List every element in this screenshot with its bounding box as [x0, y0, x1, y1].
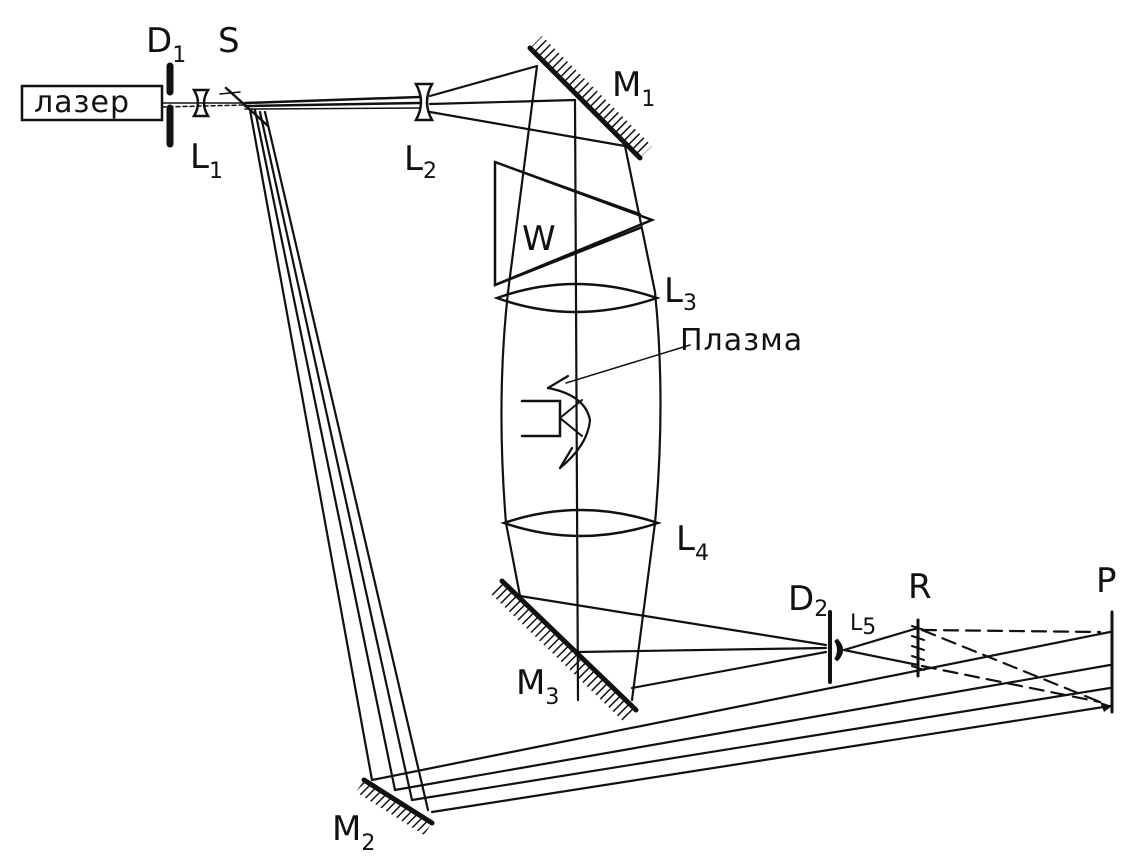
label-l2: L2 — [404, 139, 437, 184]
label-l5-main: L — [850, 611, 863, 636]
label-l3: L3 — [664, 271, 697, 316]
label-l4: L4 — [676, 519, 709, 566]
beam-m3-to-d2 — [518, 594, 828, 690]
label-l4-sub: 4 — [695, 541, 709, 566]
label-d1-sub: 1 — [172, 43, 186, 68]
label-laser: лазер — [34, 85, 130, 120]
mirror-m1 — [527, 36, 652, 161]
beam-m2-to-p — [370, 630, 1112, 814]
label-d1-main: D — [146, 21, 172, 61]
label-l4-main: L — [676, 519, 695, 559]
label-l2-main: L — [404, 139, 423, 179]
beam-s-to-l2 — [243, 95, 422, 110]
labels: лазер D1 S L1 L2 M1 W L3 Плазма L4 D2 L5… — [34, 21, 1117, 856]
label-p: P — [1096, 561, 1117, 601]
label-l1-main: L — [190, 137, 209, 177]
beam-s-to-m2 — [248, 108, 430, 812]
mirror-m2 — [356, 777, 435, 835]
lens-l3 — [493, 282, 661, 314]
label-d1: D1 — [146, 21, 186, 68]
screen-p — [1100, 610, 1114, 714]
label-r: R — [908, 567, 932, 607]
label-l1: L1 — [190, 137, 223, 184]
plasma-leader-line — [565, 344, 691, 384]
label-l5: L5 — [850, 611, 876, 640]
label-s: S — [218, 21, 240, 61]
lens-l5 — [834, 638, 843, 662]
plasma-target — [520, 374, 592, 470]
label-l5-sub: 5 — [862, 615, 876, 640]
lens-l2 — [413, 82, 435, 122]
label-m3-main: M — [516, 663, 545, 703]
label-m2: M2 — [332, 809, 375, 856]
beam-l5-to-r — [842, 626, 920, 667]
lens-l4 — [500, 508, 662, 538]
label-m2-sub: 2 — [361, 831, 375, 856]
label-d2-main: D — [788, 579, 814, 619]
label-l3-sub: 3 — [683, 291, 697, 316]
beam-l2-to-m1 — [428, 64, 627, 148]
element-r — [911, 618, 925, 678]
label-m3-sub: 3 — [545, 685, 559, 710]
label-l3-main: L — [664, 271, 683, 311]
wedge-w — [493, 160, 656, 287]
label-m1-sub: 1 — [641, 87, 655, 112]
beam-r-to-p-dashed — [920, 628, 1102, 704]
label-l2-sub: 2 — [423, 159, 437, 184]
label-d2: D2 — [788, 579, 828, 622]
label-plasma: Плазма — [680, 323, 803, 358]
label-m1: M1 — [612, 65, 655, 112]
label-d2-sub: 2 — [814, 597, 828, 622]
label-m2-main: M — [332, 809, 361, 849]
label-m1-main: M — [612, 65, 641, 105]
lens-l1 — [191, 88, 211, 118]
label-l1-sub: 1 — [209, 159, 223, 184]
label-m3: M3 — [516, 663, 559, 710]
laser-beam — [161, 102, 246, 108]
label-w: W — [522, 219, 556, 259]
mirror-m3 — [490, 578, 639, 722]
